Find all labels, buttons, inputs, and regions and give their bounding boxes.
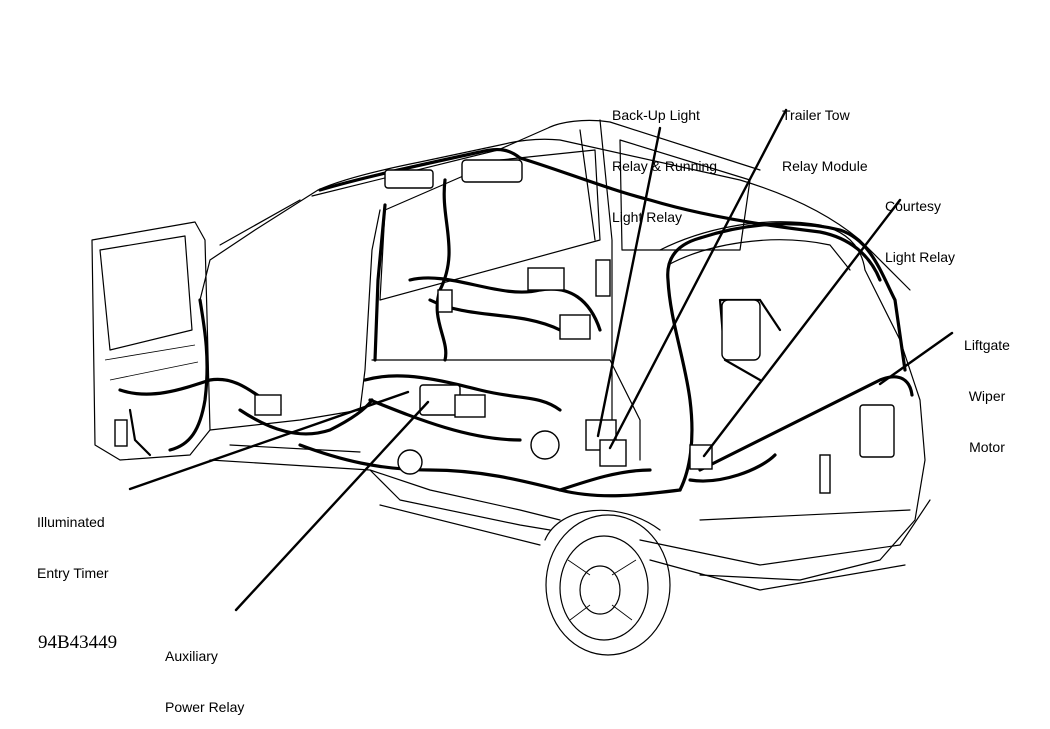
figure-number: 94B43449 <box>38 632 118 653</box>
auxiliary-power-relay-label: Auxiliary Power Relay <box>165 648 245 715</box>
liftgate-wiper-motor-label: Liftgate Wiper Motor <box>964 337 1010 455</box>
backup-light-relay-label: Back-Up Light Relay & Running Light Rela… <box>612 107 718 225</box>
illuminated-entry-timer-label: Illuminated Entry Timer <box>37 514 109 581</box>
liftgate-wiper-motor-part <box>859 404 895 458</box>
vehicle-body-outline <box>91 119 931 656</box>
trailer-tow-relay-label: Trailer Tow Relay Module <box>782 107 868 174</box>
components <box>114 259 895 494</box>
leader-lines <box>128 108 954 612</box>
courtesy-light-relay-label: Courtesy Light Relay <box>885 198 956 265</box>
wiring-harness <box>118 147 914 498</box>
